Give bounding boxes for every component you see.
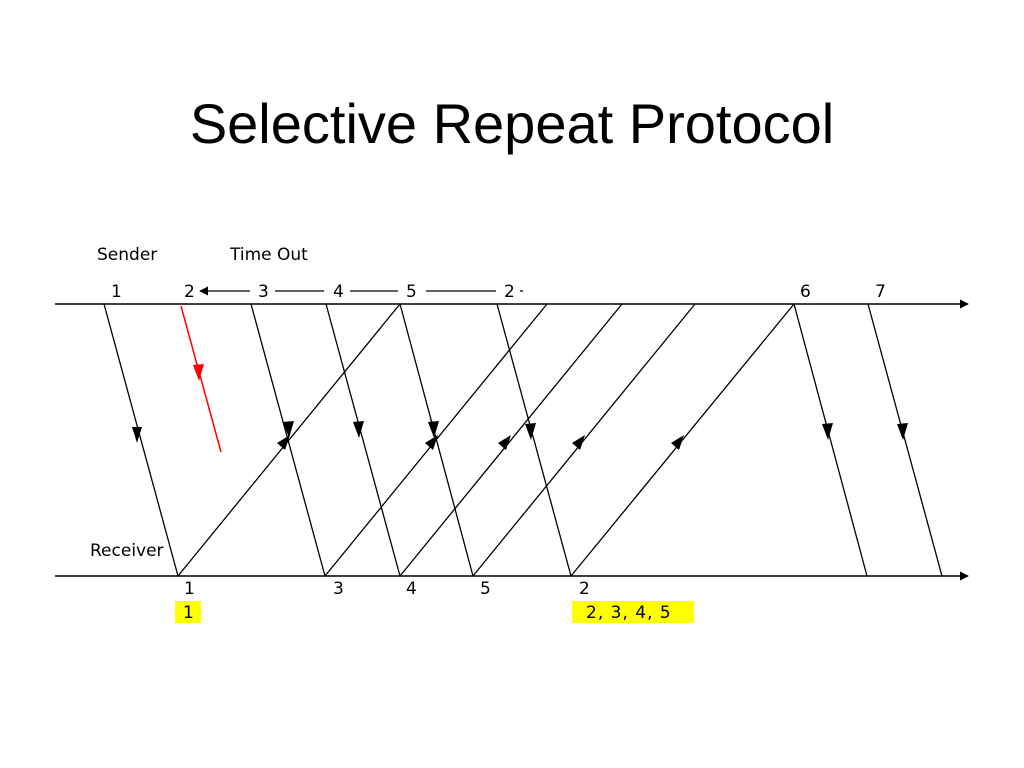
receiver-frame-3: 3 <box>333 579 344 599</box>
frame-6-line <box>793 303 868 577</box>
receiver-frame-2: 2 <box>579 579 590 599</box>
ack-5-arrow <box>572 435 585 450</box>
frame-6-arrow <box>822 423 833 440</box>
frame-2-retransmit-arrow <box>525 423 536 440</box>
sender-label: Sender <box>97 245 157 265</box>
delivered-highlight-1 <box>175 601 201 623</box>
receiver-frame-4: 4 <box>406 579 417 599</box>
sender-frame-6: 6 <box>800 282 811 302</box>
delivered-label-1: 1 <box>183 603 194 623</box>
frame-1-line <box>103 303 179 577</box>
ack-1-line <box>177 303 401 577</box>
receiver-label: Receiver <box>90 541 164 561</box>
frame-3-arrow <box>283 421 294 438</box>
frame-7-arrow <box>897 423 908 440</box>
sender-frame-1: 1 <box>111 282 122 302</box>
receiver-frame-5: 5 <box>480 579 491 599</box>
frame-4-line <box>325 303 401 577</box>
sender-frame-3: 3 <box>258 282 269 302</box>
delivered-highlight-2 <box>572 601 694 623</box>
frame-2-lost-arrow <box>193 364 204 381</box>
ack-4-line <box>399 303 623 577</box>
slide-title: Selective Repeat Protocol <box>189 92 835 155</box>
ack-2-line <box>570 303 795 577</box>
sender-frame-2-retransmit: 2 <box>504 282 515 302</box>
ack-4-arrow <box>498 435 511 450</box>
delivered-label-2: 2, 3, 4, 5 <box>586 603 672 623</box>
ack-2-arrow <box>671 435 684 450</box>
frame-5-arrow <box>428 421 439 438</box>
ack-3-arrow <box>425 435 438 450</box>
sender-frame-2: 2 <box>184 282 195 302</box>
frame-4-arrow <box>353 421 364 438</box>
sender-frame-4: 4 <box>333 282 344 302</box>
frame-1-arrow <box>132 427 142 443</box>
frame-2-lost-line <box>180 305 222 453</box>
ack-5-line <box>472 303 696 577</box>
sender-frame-5: 5 <box>406 282 417 302</box>
receiver-frame-1: 1 <box>184 579 195 599</box>
ack-1-arrow <box>277 435 290 450</box>
timeout-label: Time Out <box>229 245 308 265</box>
sender-frame-7: 7 <box>875 282 886 302</box>
frame-7-line <box>867 303 943 577</box>
